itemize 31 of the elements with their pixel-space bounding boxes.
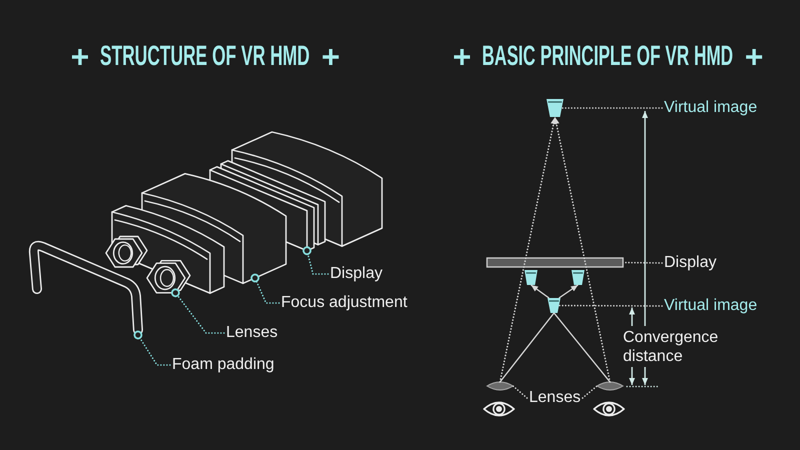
virtual-image-icon <box>546 99 564 117</box>
ray-arrow <box>554 116 611 383</box>
leader-line <box>171 288 225 334</box>
leader-line <box>561 107 663 109</box>
leader-line <box>582 385 598 399</box>
lens-icon <box>486 382 514 390</box>
callout-label: Virtual image <box>664 99 758 117</box>
display-image-icon <box>524 270 538 285</box>
callout-label: Display <box>664 254 716 272</box>
display-image-icon <box>572 270 584 285</box>
leader-line <box>558 304 663 307</box>
ray-line <box>499 312 555 382</box>
dimension-label: Convergence distance <box>623 328 720 366</box>
foam-pad-drawing <box>28 240 143 335</box>
callout-label: Foam padding <box>172 356 274 374</box>
virtual-image-icon <box>548 298 560 313</box>
leader-line <box>134 330 171 366</box>
callout-label: Virtual image <box>664 297 758 315</box>
callout-label: Focus adjustment <box>281 294 408 312</box>
arrow <box>558 284 578 299</box>
leader-line <box>512 385 528 399</box>
leader-line <box>622 262 663 264</box>
display-bar <box>486 257 624 268</box>
panel-heading: BASIC PRINCIPLE OF VR HMD <box>482 42 734 70</box>
arrow <box>530 284 550 299</box>
callout-label: Lenses <box>529 389 581 407</box>
ray-arrow <box>499 116 556 383</box>
lens-icon <box>596 382 624 390</box>
callout-label: Lenses <box>226 324 278 342</box>
ray-line <box>554 312 610 382</box>
panel-heading: STRUCTURE OF VR HMD <box>100 42 310 70</box>
